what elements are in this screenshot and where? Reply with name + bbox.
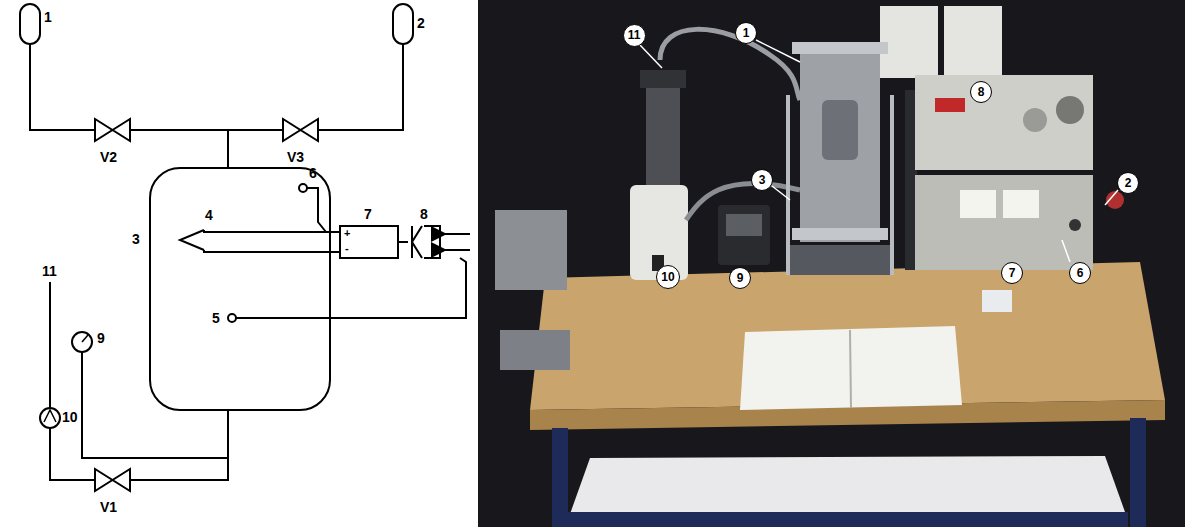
vacuum-chamber (150, 168, 330, 410)
gas-bottle (393, 4, 413, 44)
lab-photo (478, 0, 1185, 527)
callout-number: 6 (309, 166, 317, 180)
callout-number: 1 (44, 10, 52, 24)
callout-circle: 7 (1001, 262, 1023, 284)
heater-symbol (180, 230, 204, 250)
callout-number: 10 (62, 410, 78, 424)
callout-circle: 3 (751, 169, 773, 191)
callout-number: 2 (417, 16, 425, 30)
callout-circle: 10 (656, 265, 680, 289)
callout-number: 10 (661, 271, 674, 283)
callout-number: 6 (1077, 267, 1084, 279)
callout-number: + (344, 228, 350, 239)
callout-circle: 8 (970, 81, 992, 103)
thermocouple-contact (299, 184, 307, 192)
callout-number: 8 (420, 207, 428, 221)
callout-number: V1 (100, 500, 117, 514)
callout-number: 7 (364, 207, 372, 221)
callout-number: 11 (628, 29, 641, 41)
callout-number: V3 (287, 150, 304, 164)
callout-circle: 9 (729, 267, 751, 289)
callout-number: V2 (100, 150, 117, 164)
callout-circle: 2 (1117, 172, 1139, 194)
gas-bottle (20, 4, 40, 44)
controller-symbol (412, 226, 440, 258)
callout-number: 7 (1009, 267, 1016, 279)
callout-circle: 6 (1069, 262, 1091, 284)
callout-number: 8 (978, 86, 985, 98)
callout-number: 3 (132, 232, 140, 246)
valve-symbol (95, 119, 130, 141)
callout-circle: 11 (623, 24, 646, 47)
schematic (20, 4, 470, 491)
callout-number: 2 (1125, 177, 1132, 189)
callout-number: 4 (205, 208, 213, 222)
callout-number: - (345, 243, 349, 254)
valve-symbol (95, 469, 130, 491)
callout-number: 11 (42, 264, 57, 278)
callout-number: 3 (759, 174, 766, 186)
valve-symbol (283, 119, 318, 141)
gauge-symbol (72, 332, 92, 352)
sensor-contact (228, 314, 236, 322)
callout-number: 9 (97, 331, 105, 345)
callout-number: 5 (212, 311, 220, 325)
pump-symbol (40, 408, 60, 428)
callout-number: 9 (737, 272, 744, 284)
callout-circle: 1 (735, 22, 757, 44)
power-supply-box (340, 226, 398, 258)
callout-number: 1 (743, 27, 750, 39)
